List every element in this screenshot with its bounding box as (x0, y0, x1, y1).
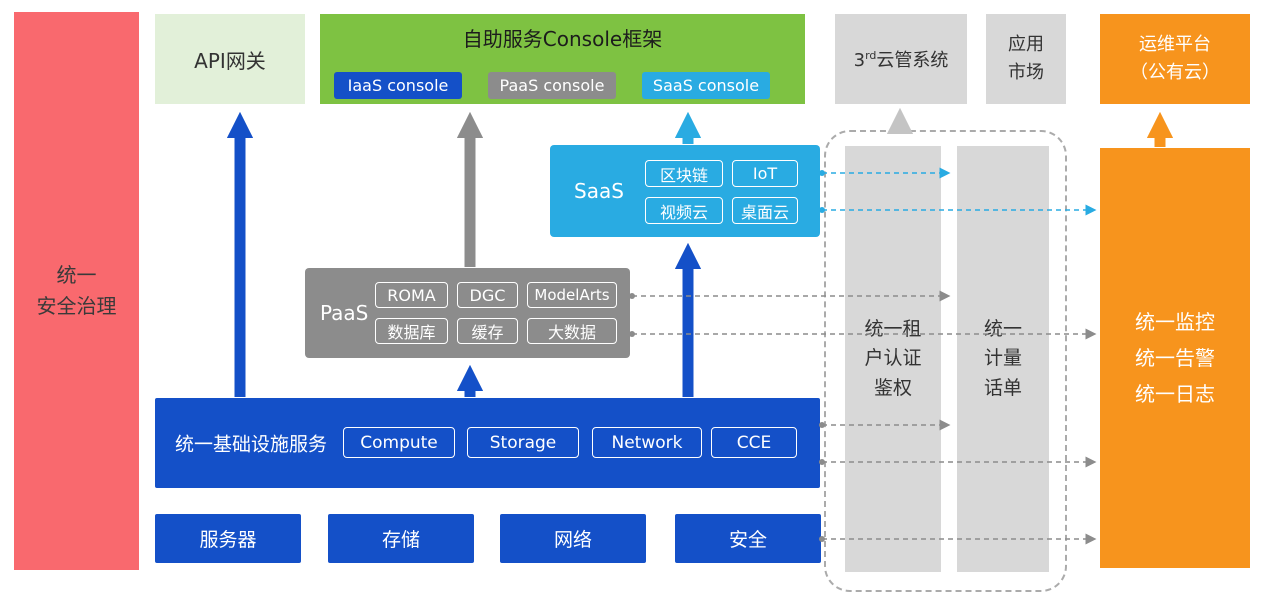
tenant-auth-bar: 统一租 户认证 鉴权 (845, 146, 941, 572)
infra-item-label: Network (611, 432, 683, 453)
hardware-storage-box: 存储 (328, 514, 474, 563)
hardware-label: 安全 (728, 529, 767, 551)
hardware-network-box: 网络 (500, 514, 646, 563)
paas-console-box: PaaS console (488, 72, 616, 99)
infrastructure-label: 统一基础设施服务 (175, 433, 328, 456)
saas-console-label: SaaS console (652, 76, 760, 95)
third-party-prefix: 3 (853, 50, 866, 71)
shared-services-dashed-container (824, 130, 1067, 592)
infra-item-compute: Compute (343, 427, 455, 458)
infra-item-label: Storage (489, 432, 557, 453)
security-governance-bar: 统一 安全治理 (14, 12, 139, 570)
paas-item-database: 数据库 (375, 318, 448, 344)
paas-item-label: DGC (469, 285, 506, 305)
saas-block-label: SaaS (574, 179, 624, 203)
paas-item-label: 缓存 (471, 323, 504, 342)
hardware-label: 服务器 (199, 529, 257, 551)
third-party-cloud-label: 3rd云管系统 (854, 46, 949, 72)
paas-item-cache: 缓存 (457, 318, 518, 344)
paas-item-roma: ROMA (375, 282, 448, 308)
saas-item-label: 区块链 (659, 165, 708, 185)
paas-block-label: PaaS (320, 301, 369, 325)
api-gateway-label: API网关 (194, 48, 266, 73)
paas-item-label: 数据库 (387, 323, 436, 342)
saas-item-video-cloud: 视频云 (645, 197, 723, 224)
paas-item-label: ModelArts (534, 286, 610, 304)
hardware-label: 存储 (381, 529, 420, 551)
infrastructure-block: 统一基础设施服务 Compute Storage Network CCE (155, 398, 820, 488)
paas-console-label: PaaS console (499, 76, 605, 95)
paas-item-bigdata: 大数据 (527, 318, 617, 344)
iaas-console-box: IaaS console (334, 72, 462, 99)
iaas-console-label: IaaS console (347, 76, 449, 95)
saas-item-iot: IoT (732, 160, 798, 187)
paas-item-dgc: DGC (457, 282, 518, 308)
api-gateway-box: API网关 (155, 14, 305, 104)
saas-item-label: 视频云 (659, 202, 708, 222)
infra-item-cce: CCE (711, 427, 797, 458)
third-party-superscript: rd (865, 49, 877, 62)
hardware-label: 网络 (553, 529, 592, 551)
paas-item-label: 大数据 (547, 323, 596, 342)
console-framework-title: 自助服务Console框架 (462, 27, 663, 51)
third-party-suffix: 云管系统 (876, 50, 949, 71)
paas-item-modelarts: ModelArts (527, 282, 617, 308)
saas-item-label: 桌面云 (740, 202, 789, 222)
saas-item-blockchain: 区块链 (645, 160, 723, 187)
security-governance-label: 统一 安全治理 (36, 263, 117, 318)
ops-platform-box: 运维平台 （公有云） (1100, 14, 1250, 104)
paas-block: PaaS ROMA DGC ModelArts 数据库 缓存 大数据 (305, 268, 630, 358)
app-market-box: 应用 市场 (986, 14, 1066, 104)
metering-bar: 统一 计量 话单 (957, 146, 1049, 572)
saas-item-label: IoT (752, 164, 778, 183)
metering-label: 统一 计量 话单 (983, 317, 1022, 399)
console-framework-box: 自助服务Console框架 IaaS console PaaS console … (320, 14, 805, 104)
paas-item-label: ROMA (387, 285, 436, 305)
infra-item-storage: Storage (467, 427, 579, 458)
infra-item-network: Network (592, 427, 702, 458)
infra-item-label: CCE (736, 432, 772, 453)
app-market-label: 应用 市场 (1008, 34, 1044, 83)
saas-item-desktop-cloud: 桌面云 (732, 197, 798, 224)
monitoring-label: 统一监控 统一告警 统一日志 (1135, 310, 1215, 406)
saas-console-box: SaaS console (642, 72, 770, 99)
hardware-security-box: 安全 (675, 514, 821, 563)
infra-item-label: Compute (360, 432, 438, 453)
ops-platform-label: 运维平台 （公有云） (1130, 34, 1220, 83)
saas-block: SaaS 区块链 IoT 视频云 桌面云 (550, 145, 820, 237)
tenant-auth-label: 统一租 户认证 鉴权 (864, 317, 922, 399)
monitoring-bar: 统一监控 统一告警 统一日志 (1100, 148, 1250, 568)
hardware-server-box: 服务器 (155, 514, 301, 563)
third-party-cloud-box: 3rd云管系统 (835, 14, 967, 104)
